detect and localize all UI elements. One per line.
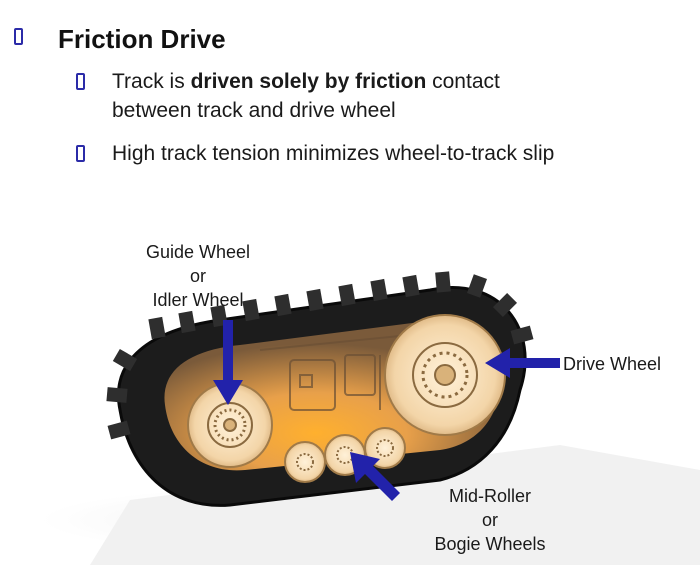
bullet-1-bold: driven solely by friction xyxy=(190,70,427,93)
frame-details xyxy=(259,334,411,411)
drive-wheel-arrow xyxy=(485,348,560,378)
floor-plane xyxy=(90,445,700,565)
bullet-1-line-1: Track is driven solely by friction conta… xyxy=(112,70,500,93)
sub-bullet-icon xyxy=(76,73,85,95)
track-lugs xyxy=(106,271,534,440)
drive-wheel-label: Drive Wheel xyxy=(563,354,662,374)
guide-wheel-label: Guide Wheel or Idler Wheel xyxy=(145,242,251,310)
mid-roller-arrow xyxy=(350,452,400,501)
slide-title: Friction Drive xyxy=(58,24,226,54)
title-bullet-icon xyxy=(14,28,23,50)
bullet-1-line-2: between track and drive wheel xyxy=(112,99,396,122)
drive-wheel xyxy=(384,314,506,436)
guide-wheel-arrow xyxy=(213,320,243,405)
bullet-2-line: High track tension minimizes wheel-to-tr… xyxy=(112,142,555,165)
mid-roller-label: Mid-Roller or Bogie Wheels xyxy=(434,486,546,554)
sub-bullet-icon xyxy=(76,145,85,167)
